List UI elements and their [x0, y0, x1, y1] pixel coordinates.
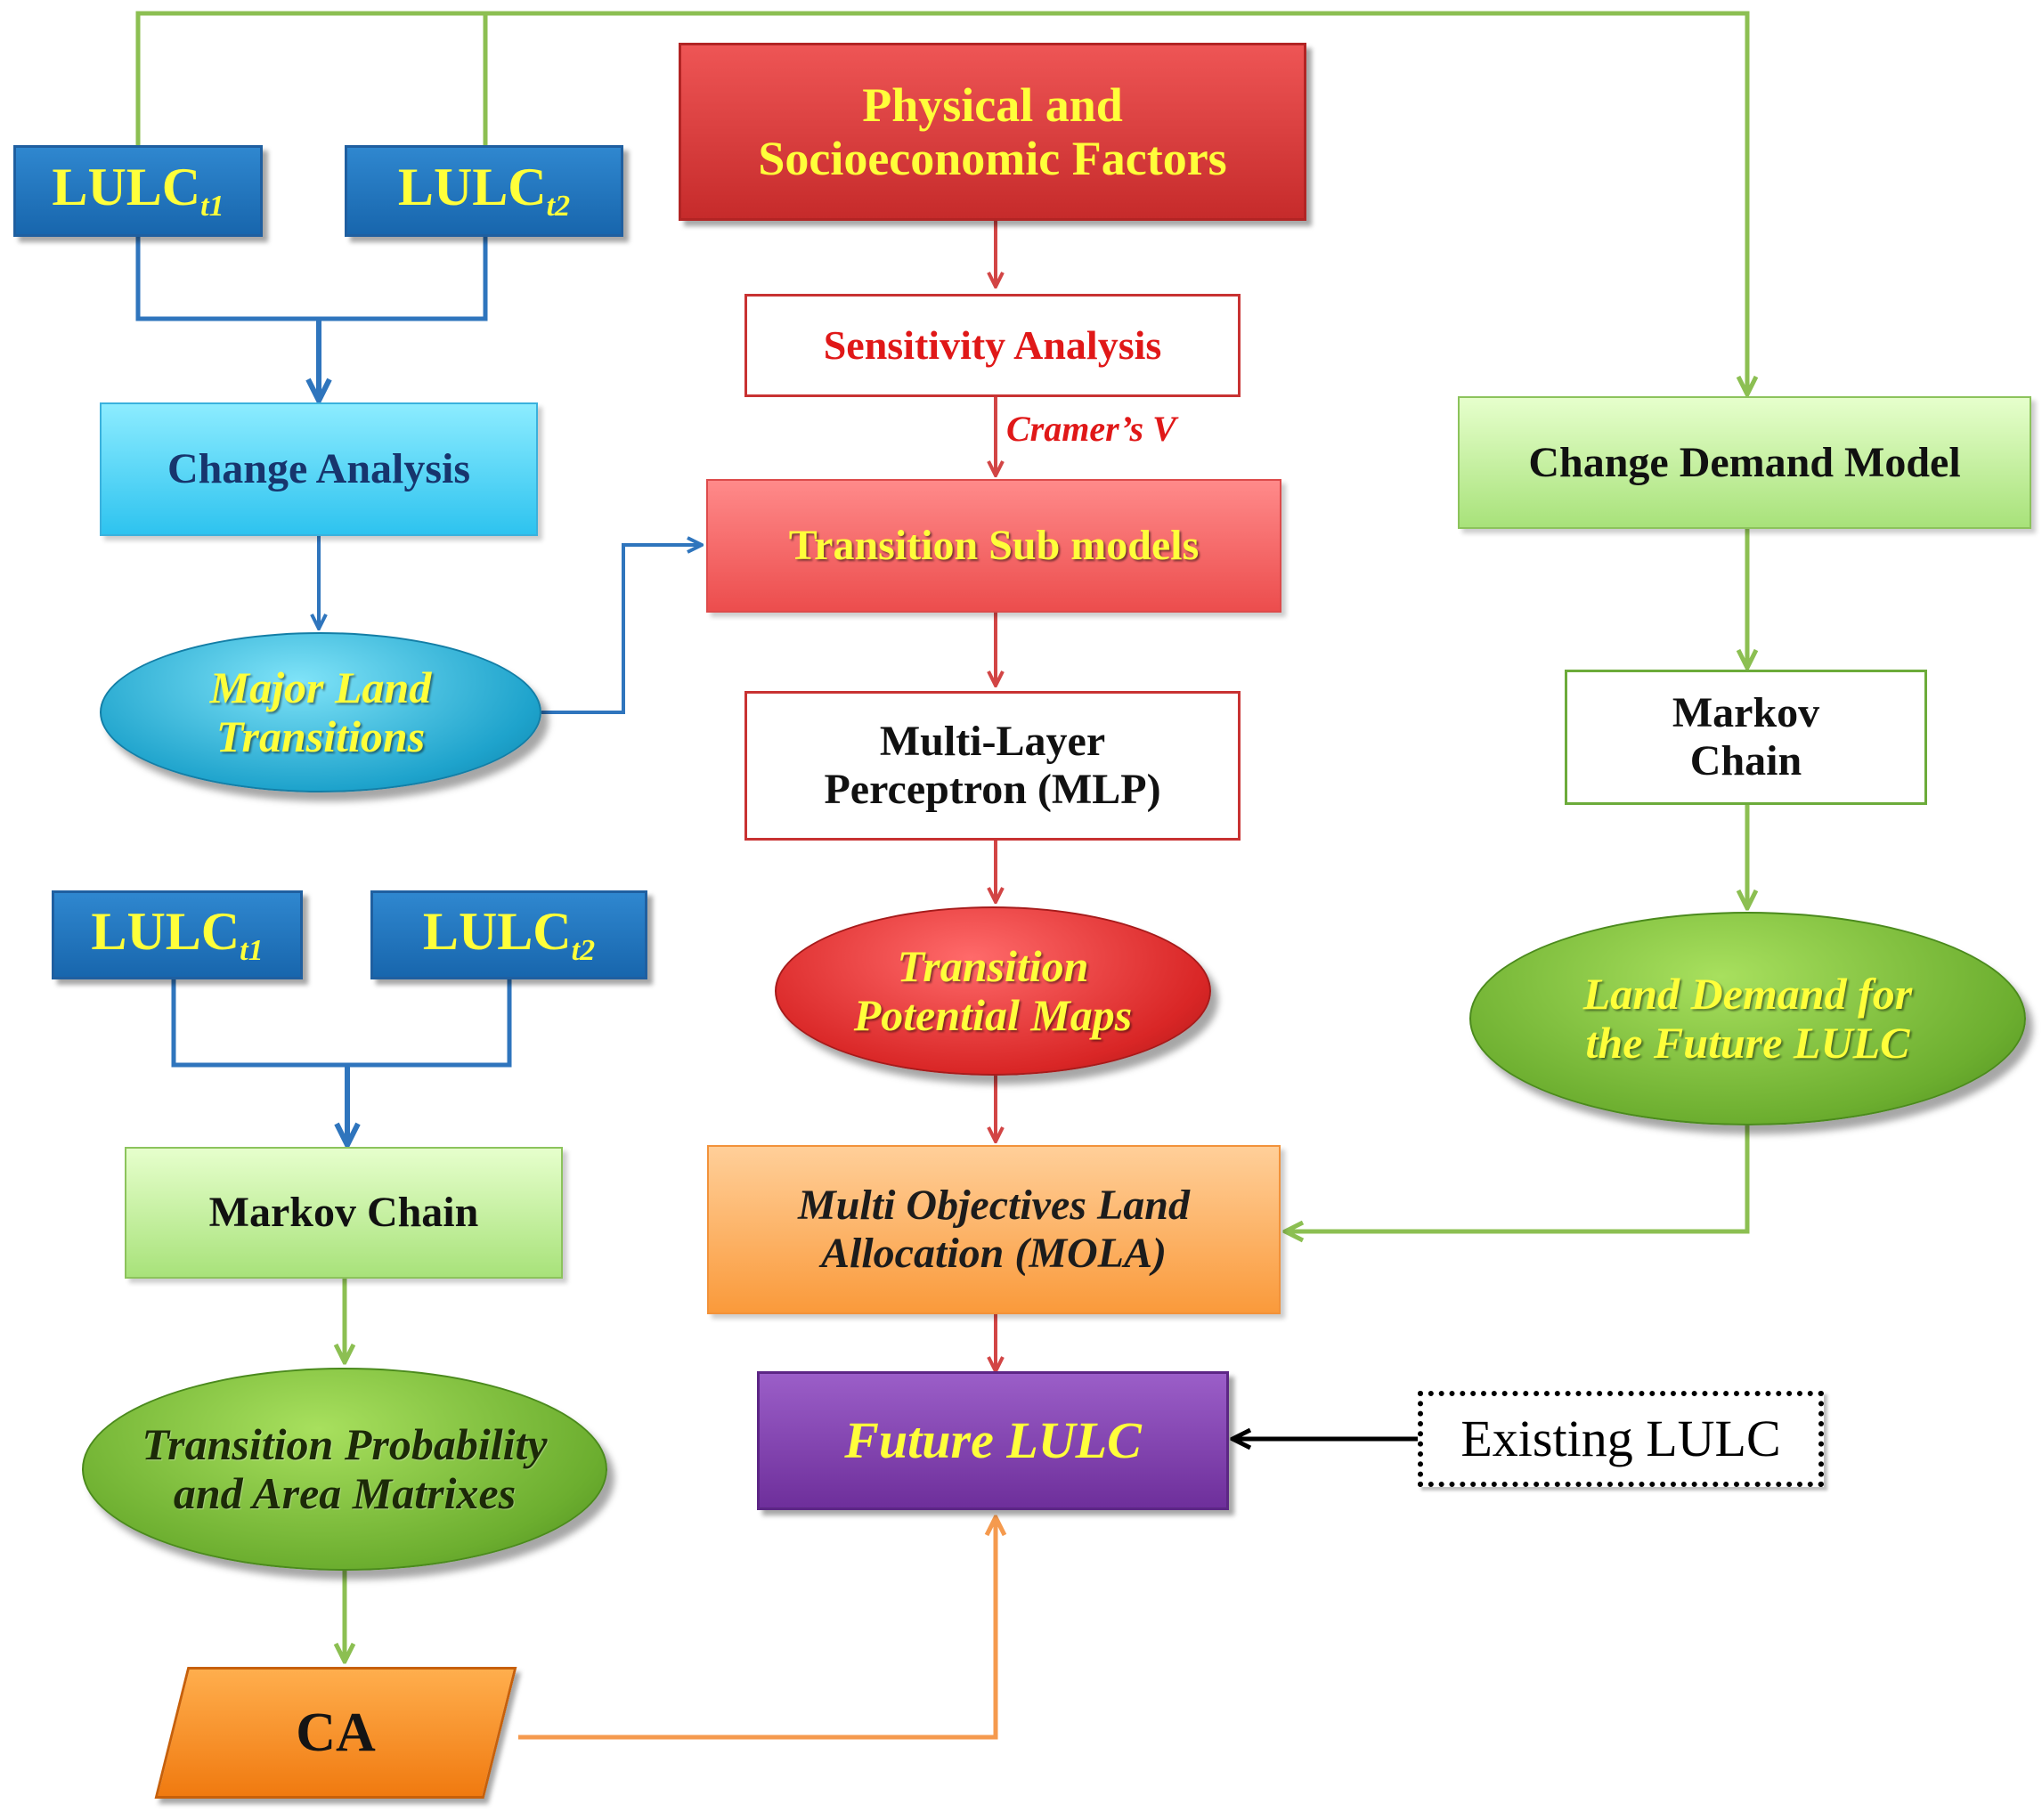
markov-chain-left-label: Markov Chain	[208, 1189, 479, 1237]
lulc-t2-top-box: LULCt2	[345, 145, 623, 237]
major-land-transitions-line-2: Transitions	[216, 711, 426, 761]
lulc-t2-top-sub: t2	[546, 190, 571, 223]
lulc-t1-top-box: LULCt1	[13, 145, 263, 237]
major-land-transitions-oval: Major Land Transitions	[100, 632, 541, 792]
lulc-t1-bottom-base: LULC	[91, 901, 240, 961]
transition-probability-line-1: Transition Probability	[142, 1419, 548, 1469]
mola-box: Multi Objectives Land Allocation (MOLA)	[707, 1145, 1281, 1314]
future-lulc-label: Future LULC	[844, 1410, 1142, 1469]
existing-lulc-label: Existing LULC	[1460, 1409, 1781, 1467]
change-demand-model-box: Change Demand Model	[1458, 396, 2031, 529]
physical-socioeconomic-factors-box: Physical and Socioeconomic Factors	[679, 43, 1306, 221]
lulc-t2-bottom-sub: t2	[571, 933, 596, 967]
mlp-box: Multi-Layer Perceptron (MLP)	[744, 691, 1241, 841]
lulc-t2-bottom-box: LULCt2	[370, 890, 647, 979]
land-demand-line-2: the Future LULC	[1585, 1018, 1910, 1068]
factors-line-2: Socioeconomic Factors	[758, 132, 1227, 185]
transition-potential-maps-line-1: Transition	[897, 941, 1089, 991]
land-demand-line-1: Land Demand for	[1582, 969, 1913, 1019]
lulc-t1-bottom-box: LULCt1	[52, 890, 303, 979]
mola-line-2: Allocation (MOLA)	[820, 1230, 1167, 1277]
lulc-t1-top-sub: t1	[200, 190, 224, 223]
mola-line-1: Multi Objectives Land	[798, 1182, 1190, 1230]
lulc-t1-top-base: LULC	[52, 158, 201, 217]
lulc-t1-bottom-sub: t1	[240, 933, 264, 967]
ca-parallelogram: CA	[154, 1667, 517, 1799]
cramers-v-label: Cramer’s V	[1006, 409, 1176, 449]
connector-major-transitions-to-sub-models	[541, 545, 702, 714]
connector-ca-to-future-lulc	[518, 1517, 996, 1740]
transition-sub-models-label: Transition Sub models	[788, 522, 1200, 570]
connector-lulc-to-change-demand	[135, 11, 1747, 394]
markov-chain-right-line-2: Chain	[1689, 737, 1802, 784]
sensitivity-analysis-box: Sensitivity Analysis	[744, 294, 1241, 397]
existing-lulc-box: Existing LULC	[1418, 1391, 1824, 1487]
factors-line-1: Physical and	[862, 77, 1123, 132]
markov-chain-right-line-1: Markov	[1672, 689, 1820, 737]
connector-lulc-top-join	[135, 237, 488, 321]
transition-potential-maps-line-2: Potential Maps	[853, 990, 1133, 1040]
connector-land-demand-to-mola	[1285, 1125, 1750, 1231]
change-analysis-box: Change Analysis	[100, 402, 538, 536]
transition-probability-line-2: and Area Matrixes	[173, 1468, 517, 1518]
future-lulc-box: Future LULC	[757, 1371, 1229, 1510]
transition-probability-oval: Transition Probability and Area Matrixes	[82, 1368, 607, 1571]
markov-chain-right-box: Markov Chain	[1565, 670, 1927, 805]
mlp-line-2: Perceptron (MLP)	[824, 766, 1161, 813]
change-analysis-label: Change Analysis	[167, 445, 471, 493]
ca-label: CA	[296, 1702, 376, 1763]
markov-chain-left-box: Markov Chain	[125, 1147, 563, 1279]
major-land-transitions-line-1: Major Land	[209, 662, 432, 712]
change-demand-model-label: Change Demand Model	[1528, 438, 1961, 486]
transition-sub-models-box: Transition Sub models	[706, 479, 1281, 613]
lulc-t2-bottom-base: LULC	[422, 901, 572, 961]
sensitivity-analysis-label: Sensitivity Analysis	[823, 322, 1162, 369]
connector-lulc-bottom-join	[171, 979, 512, 1068]
transition-potential-maps-oval: Transition Potential Maps	[775, 906, 1211, 1076]
mlp-line-1: Multi-Layer	[879, 718, 1106, 766]
lulc-t2-top-base: LULC	[397, 158, 547, 217]
land-demand-oval: Land Demand for the Future LULC	[1469, 912, 2026, 1125]
